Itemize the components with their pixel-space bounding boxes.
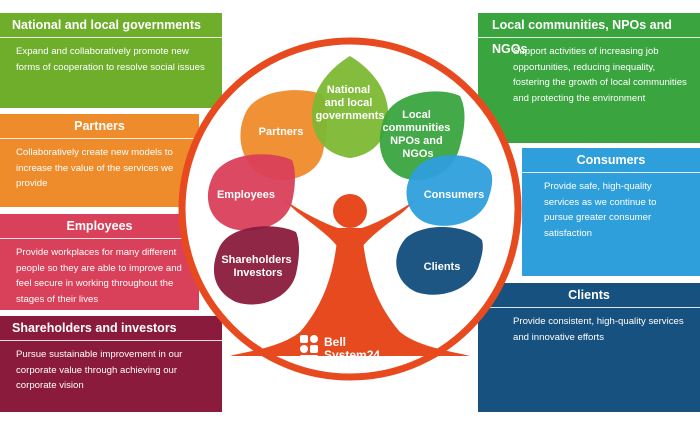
logo-text-line1: Bell (324, 335, 346, 349)
box-body: Pursue sustainable improvement in our co… (16, 349, 183, 391)
box-body: Expand and collaboratively promote new f… (16, 46, 205, 73)
box-national-governments: National and local governments Expand an… (0, 13, 222, 108)
box-consumers: Consumers Provide safe, high-quality ser… (522, 148, 700, 276)
box-body: Support activities of increasing job opp… (513, 46, 687, 104)
petal-local-line: NGOs (402, 148, 433, 160)
petal-national-label: National and local governments (315, 84, 384, 122)
petal-national-line: National (327, 84, 370, 96)
box-clients: Clients Provide consistent, high-quality… (478, 283, 700, 412)
petal-shareholders-label: Shareholders Investors (221, 254, 294, 279)
bell-system24-logo: Bell System24 (300, 335, 380, 362)
box-title: National and local governments (0, 13, 222, 38)
petal-partners-label: Partners (259, 126, 304, 138)
petal-clients-label: Clients (424, 261, 461, 273)
petal-national: National and local governments (311, 56, 389, 158)
tree-trunk (230, 198, 470, 356)
petal-local-line: NPOs and (390, 135, 443, 147)
petal-shareholders: Shareholders Investors (213, 226, 299, 305)
box-title: Shareholders and investors (0, 316, 222, 341)
petal-national-line: governments (315, 110, 384, 122)
petal-clients: Clients (396, 226, 483, 295)
box-partners: Partners Collaboratively create new mode… (0, 114, 199, 207)
tree-head (333, 194, 367, 228)
box-body: Provide workplaces for many different pe… (16, 247, 182, 305)
petal-employees: Employees (207, 154, 295, 231)
petal-shareholders-line: Shareholders (221, 254, 291, 266)
petal-employees-label: Employees (217, 189, 275, 201)
box-title: Local communities, NPOs and NGOs (478, 13, 700, 56)
box-employees: Employees Provide workplaces for many di… (0, 214, 199, 310)
box-body: Provide consistent, high-quality service… (513, 316, 684, 343)
box-title: Consumers (522, 148, 700, 173)
box-body: Provide safe, high-quality services as w… (544, 181, 657, 239)
petal-local-label: Local communities NPOs and NGOs (383, 109, 454, 160)
petal-consumers: Consumers (406, 155, 493, 226)
petal-national-line: and local (325, 97, 373, 109)
box-local-communities: Local communities, NPOs and NGOs Support… (478, 13, 700, 143)
petal-local-line: Local (402, 109, 431, 121)
petal-local-line: communities (383, 122, 451, 134)
logo-mark-icon (300, 335, 318, 358)
box-title: Partners (0, 114, 199, 139)
logo-text-line2: System24 (324, 348, 380, 362)
petal-consumers-label: Consumers (424, 189, 485, 201)
petal-shareholders-line: Investors (234, 267, 283, 279)
box-body: Collaboratively create new models to inc… (16, 147, 174, 189)
box-shareholders: Shareholders and investors Pursue sustai… (0, 316, 222, 412)
box-title: Clients (478, 283, 700, 308)
box-title: Employees (0, 214, 199, 239)
